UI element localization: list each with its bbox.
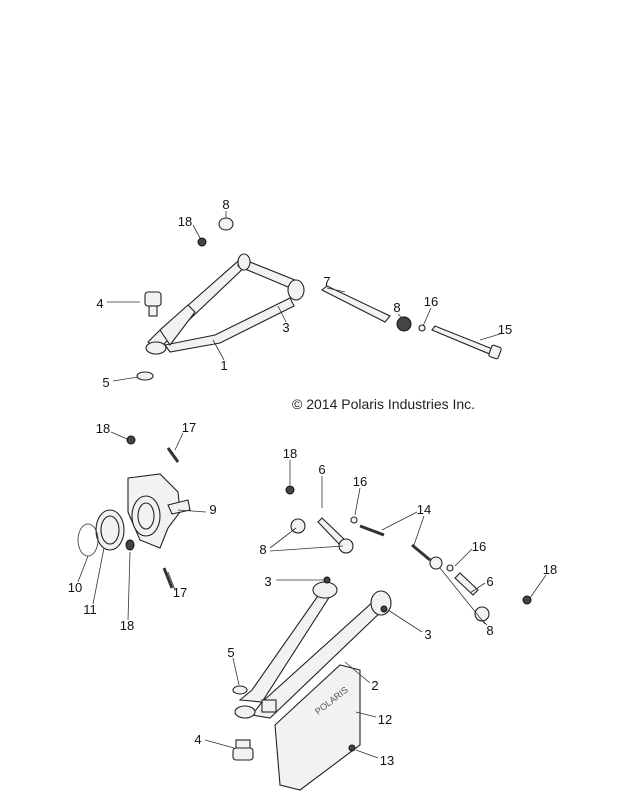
lower-bushings-shafts [285,485,532,752]
long-bolt [431,325,502,360]
callout: 16 [472,539,486,554]
callout: 11 [83,602,97,617]
lower-a-arm [234,581,392,719]
retaining-ring [232,685,248,695]
skid-plate: POLARIS [274,664,361,791]
steering-knuckle [127,473,191,549]
knuckle-fasteners [125,435,180,589]
callout: 3 [264,574,271,589]
leader-lines [77,211,547,759]
callout-numbers: 18 8 7 8 16 15 4 3 1 5 18 17 9 10 11 18 … [68,197,557,768]
callout: 8 [393,300,400,315]
callout: 8 [222,197,229,212]
callout: 16 [353,474,367,489]
callout: 10 [68,580,82,595]
callout: 4 [194,732,201,747]
callout: 1 [220,358,227,373]
callout: 17 [182,420,196,435]
callout: 18 [96,421,110,436]
callout: 6 [318,462,325,477]
callout: 15 [498,322,512,337]
callout: 5 [227,645,234,660]
callout: 5 [102,375,109,390]
callout: 17 [173,585,187,600]
callout: 7 [323,274,330,289]
callout: 9 [209,502,216,517]
retaining-ring [136,371,154,381]
callout: 3 [424,627,431,642]
upper-ball-joint [144,291,162,317]
callout: 14 [417,502,431,517]
callout: 3 [282,320,289,335]
snap-ring [77,523,99,557]
callout: 4 [96,296,103,311]
wheel-bearing [95,509,125,551]
upper-bushings [197,217,426,332]
pivot-shaft [320,285,391,323]
callout: 18 [178,214,192,229]
callout: 8 [486,623,493,638]
callout: 6 [486,574,493,589]
lower-ball-joint [232,739,254,761]
copyright-notice: © 2014 Polaris Industries Inc. [292,396,476,412]
upper-a-arm [145,253,305,355]
callout: 18 [283,446,297,461]
callout: 13 [380,753,394,768]
callout: 18 [120,618,134,633]
callout: 8 [259,542,266,557]
callout: 18 [543,562,557,577]
callout: 12 [378,712,392,727]
callout: 16 [424,294,438,309]
callout: 2 [371,678,378,693]
